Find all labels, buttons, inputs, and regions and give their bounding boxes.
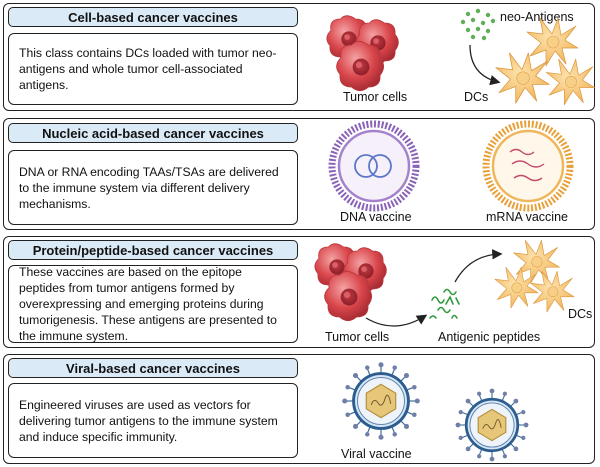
panel-title-cell-based: Cell-based cancer vaccines [8, 7, 298, 27]
panel-title-nucleic-acid: Nucleic acid-based cancer vaccines [8, 123, 298, 143]
mrna-vaccine-icon [482, 120, 574, 212]
label-tumor-cells-3: Tumor cells [325, 330, 390, 344]
neo-antigen-dots-icon [460, 8, 496, 41]
panel-description-nucleic-acid: DNA or RNA encoding TAAs/TSAs are delive… [8, 150, 298, 225]
dendritic-cells-icon-1 [495, 17, 596, 106]
label-tumor-cells-1: Tumor cells [343, 90, 408, 104]
arrow-peptides-to-dcs [454, 249, 503, 283]
arrow-tumor-to-peptides [365, 314, 428, 327]
label-dcs-1: DCs [464, 90, 489, 104]
panel-description-viral-based: Engineered viruses are used as vectors f… [8, 383, 298, 458]
label-viral-vaccine: Viral vaccine [341, 447, 412, 461]
label-antigenic-peptides: Antigenic peptides [438, 330, 541, 344]
virus-icon-1 [340, 360, 422, 442]
dna-vaccine-icon [328, 120, 420, 212]
tumor-cells-icon-3 [314, 243, 387, 322]
label-dcs-3: DCs [568, 307, 593, 321]
label-mrna-vaccine: mRNA vaccine [486, 210, 568, 224]
panel-description-protein-peptide: These vaccines are based on the epitope … [8, 265, 298, 343]
virus-icon-2 [454, 387, 530, 463]
antigenic-peptides-icon [429, 288, 460, 319]
label-neo-antigens: neo-Antigens [500, 10, 574, 24]
panel-title-protein-peptide: Protein/peptide-based cancer vaccines [8, 240, 298, 260]
label-dna-vaccine: DNA vaccine [340, 210, 412, 224]
arrow-antigens-to-dcs [469, 44, 501, 86]
dendritic-cells-icon-3 [494, 239, 575, 313]
tumor-cells-icon [326, 15, 399, 92]
panel-description-cell-based: This class contains DCs loaded with tumo… [8, 33, 298, 105]
panel-title-viral-based: Viral-based cancer vaccines [8, 358, 298, 378]
